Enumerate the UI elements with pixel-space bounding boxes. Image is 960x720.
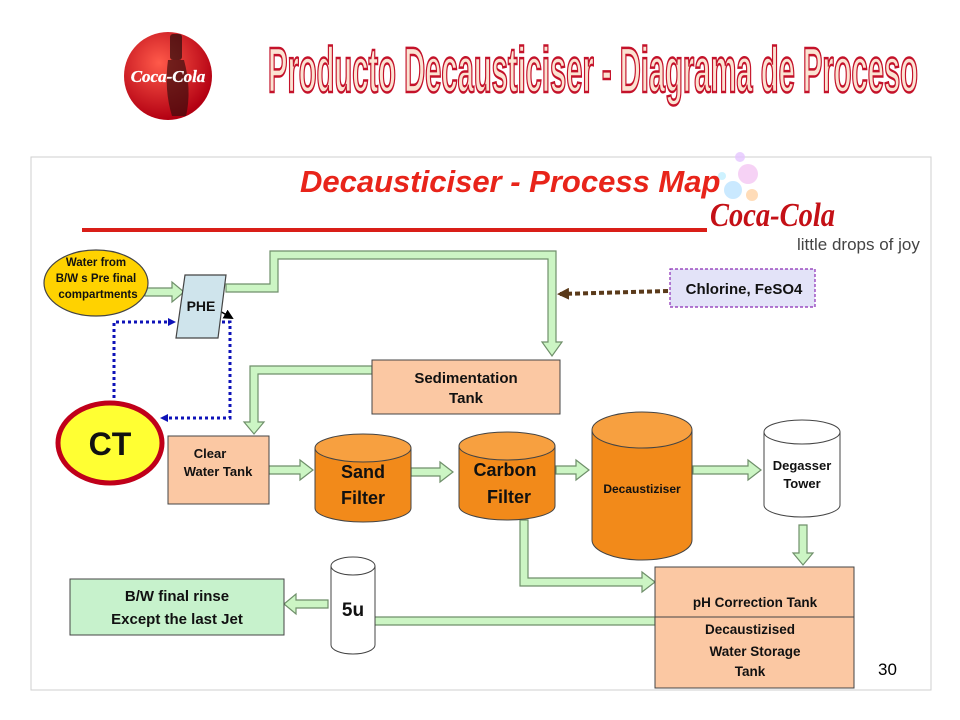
rinse-line-1: B/W final rinse — [125, 588, 229, 605]
arrow-water-to-phe — [144, 280, 185, 304]
clear-water-line-1: Clear — [194, 446, 227, 461]
node-ph-correction-tank: pH Correction Tank — [654, 566, 855, 618]
phe-label: PHE — [187, 298, 216, 314]
arrow-decaustiziser-to-degasser — [692, 458, 762, 482]
node-decaustiziser: Decaustiziser — [591, 411, 693, 561]
water-source-line-2: B/W s Pre final — [56, 273, 137, 285]
arrow-sand-to-carbon — [410, 460, 454, 484]
arrow-phe-to-ct — [160, 320, 232, 422]
sedimentation-line-1: Sedimentation — [414, 370, 517, 387]
slide-title: Producto Decausticiser - Diagrama de Pro… — [267, 33, 920, 108]
arrow-ct-to-phe — [112, 318, 176, 410]
sand-filter-line-2: Filter — [341, 488, 385, 508]
node-phe: PHE — [175, 274, 227, 339]
arrow-carbon-to-ph — [519, 519, 656, 594]
node-ct: CT — [55, 400, 165, 486]
sedimentation-line-2: Tank — [449, 390, 484, 407]
bottle-neck-icon — [170, 34, 182, 60]
arrow-5u-to-rinse — [283, 592, 329, 616]
degasser-line-2: Tower — [783, 476, 820, 491]
process-map-title: Decausticiser - Process Map — [300, 164, 720, 199]
arrow-sedimentation-to-clear — [242, 365, 373, 435]
water-source-line-1: Water from — [66, 257, 126, 269]
brand-logo-text: Coca-Cola — [710, 197, 835, 234]
flow-arrows — [144, 250, 815, 633]
arrow-carbon-to-decaustiziser — [555, 458, 590, 482]
node-clear-water-tank: Clear Water Tank — [167, 435, 270, 505]
chlorine-label: Chlorine, FeSO4 — [686, 281, 803, 298]
node-degasser-tower: Degasser Tower — [763, 419, 841, 518]
node-final-rinse: B/W final rinse Except the last Jet — [69, 578, 285, 636]
carbon-filter-line-2: Filter — [487, 487, 531, 507]
node-carbon-filter: Carbon Filter — [458, 431, 556, 521]
arrow-chlorine-dosing — [557, 287, 669, 300]
filter-5u-label: 5u — [342, 600, 364, 621]
node-storage-tank: Decaustizised Water Storage Tank — [654, 616, 855, 689]
node-chlorine: Chlorine, FeSO4 — [669, 268, 816, 308]
ct-label: CT — [89, 426, 132, 462]
arrow-phe-to-sedimentation — [225, 250, 564, 358]
storage-line-2: Water Storage — [709, 644, 801, 659]
ph-correction-label: pH Correction Tank — [693, 595, 818, 610]
title-underline — [82, 228, 707, 232]
degasser-line-1: Degasser — [773, 458, 832, 473]
storage-line-1: Decaustizised — [705, 622, 795, 637]
slide-title-text: Producto Decausticiser - Diagrama de Pro… — [268, 34, 918, 106]
coca-cola-header-logo: Coca-Cola — [124, 32, 212, 120]
bottle-icon — [166, 60, 189, 116]
brand-tagline: little drops of joy — [797, 235, 920, 254]
water-source-line-3: compartments — [58, 289, 137, 301]
decaustiziser-label: Decaustiziser — [603, 482, 681, 496]
arrow-degasser-to-ph — [791, 524, 815, 566]
node-sedimentation-tank: Sedimentation Tank — [371, 359, 561, 415]
storage-line-3: Tank — [735, 664, 766, 679]
clear-water-line-2: Water Tank — [184, 464, 253, 479]
header-logo-text: Coca-Cola — [131, 67, 206, 86]
carbon-filter-line-1: Carbon — [474, 460, 537, 480]
node-5u-filter: 5u — [330, 556, 376, 655]
bubbles-decoration — [718, 152, 758, 201]
node-water-source: Water from B/W s Pre final compartments — [43, 249, 149, 317]
rinse-line-2: Except the last Jet — [111, 611, 243, 628]
sand-filter-line-1: Sand — [341, 462, 385, 482]
arrow-clear-to-sand — [268, 458, 314, 482]
page-number: 30 — [878, 660, 897, 679]
node-sand-filter: Sand Filter — [314, 433, 412, 523]
